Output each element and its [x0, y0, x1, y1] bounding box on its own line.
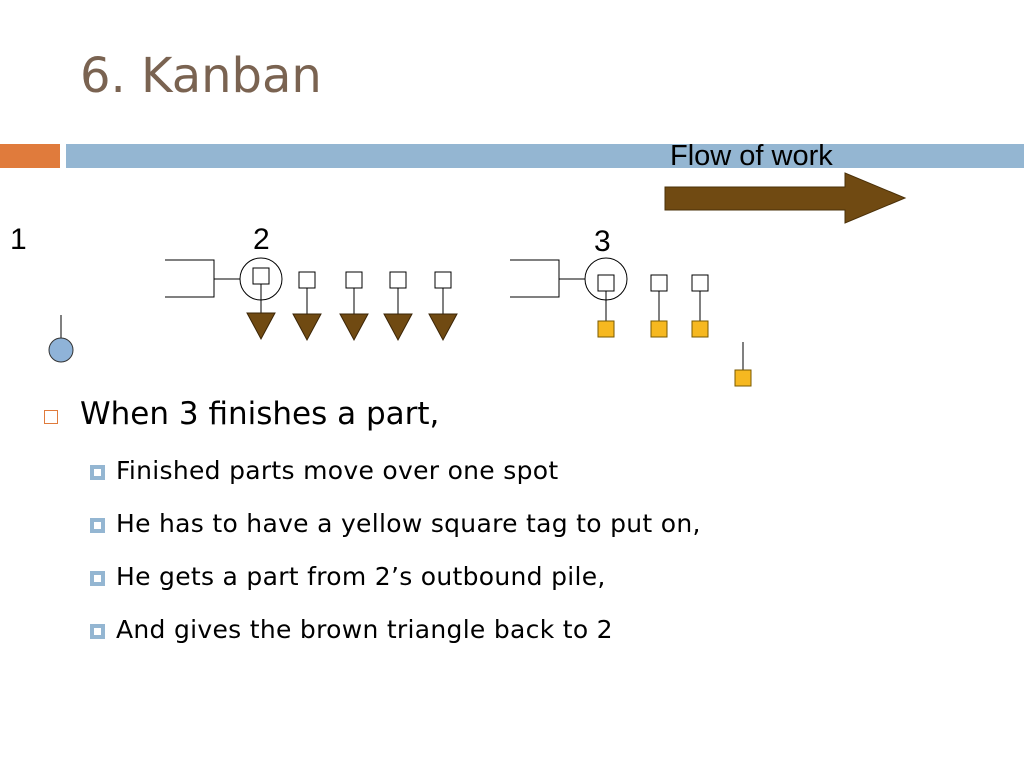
sub-bullet-marker: [90, 465, 105, 480]
sub-bullet-2: He has to have a yellow square tag to pu…: [116, 509, 701, 538]
station-3-parts: [597, 274, 709, 338]
station-2-parts: [246, 267, 458, 342]
station-1-worker: [48, 315, 74, 363]
station-1-label: 1: [10, 223, 27, 256]
bullet-marker: [44, 410, 58, 424]
flow-of-work-label: Flow of work: [670, 140, 833, 172]
kanban-diagram: 1 2 3: [10, 172, 907, 387]
sub-bullet-marker: [90, 571, 105, 586]
station-2-label: 2: [253, 223, 270, 256]
loose-yellow-tag: [734, 342, 752, 387]
sub-bullet-1: Finished parts move over one spot: [116, 456, 559, 485]
accent-bar-orange: [0, 144, 60, 168]
accent-bar-blue: [66, 144, 1024, 168]
bullet-main: When 3 finishes a part,: [80, 396, 440, 432]
station-3-label: 3: [594, 225, 611, 258]
sub-bullet-4: And gives the brown triangle back to 2: [116, 615, 613, 644]
flow-arrow: [664, 172, 907, 224]
sub-bullet-marker: [90, 624, 105, 639]
sub-bullet-marker: [90, 518, 105, 533]
slide-title: 6. Kanban: [80, 48, 322, 104]
sub-bullet-3: He gets a part from 2’s outbound pile,: [116, 562, 606, 591]
